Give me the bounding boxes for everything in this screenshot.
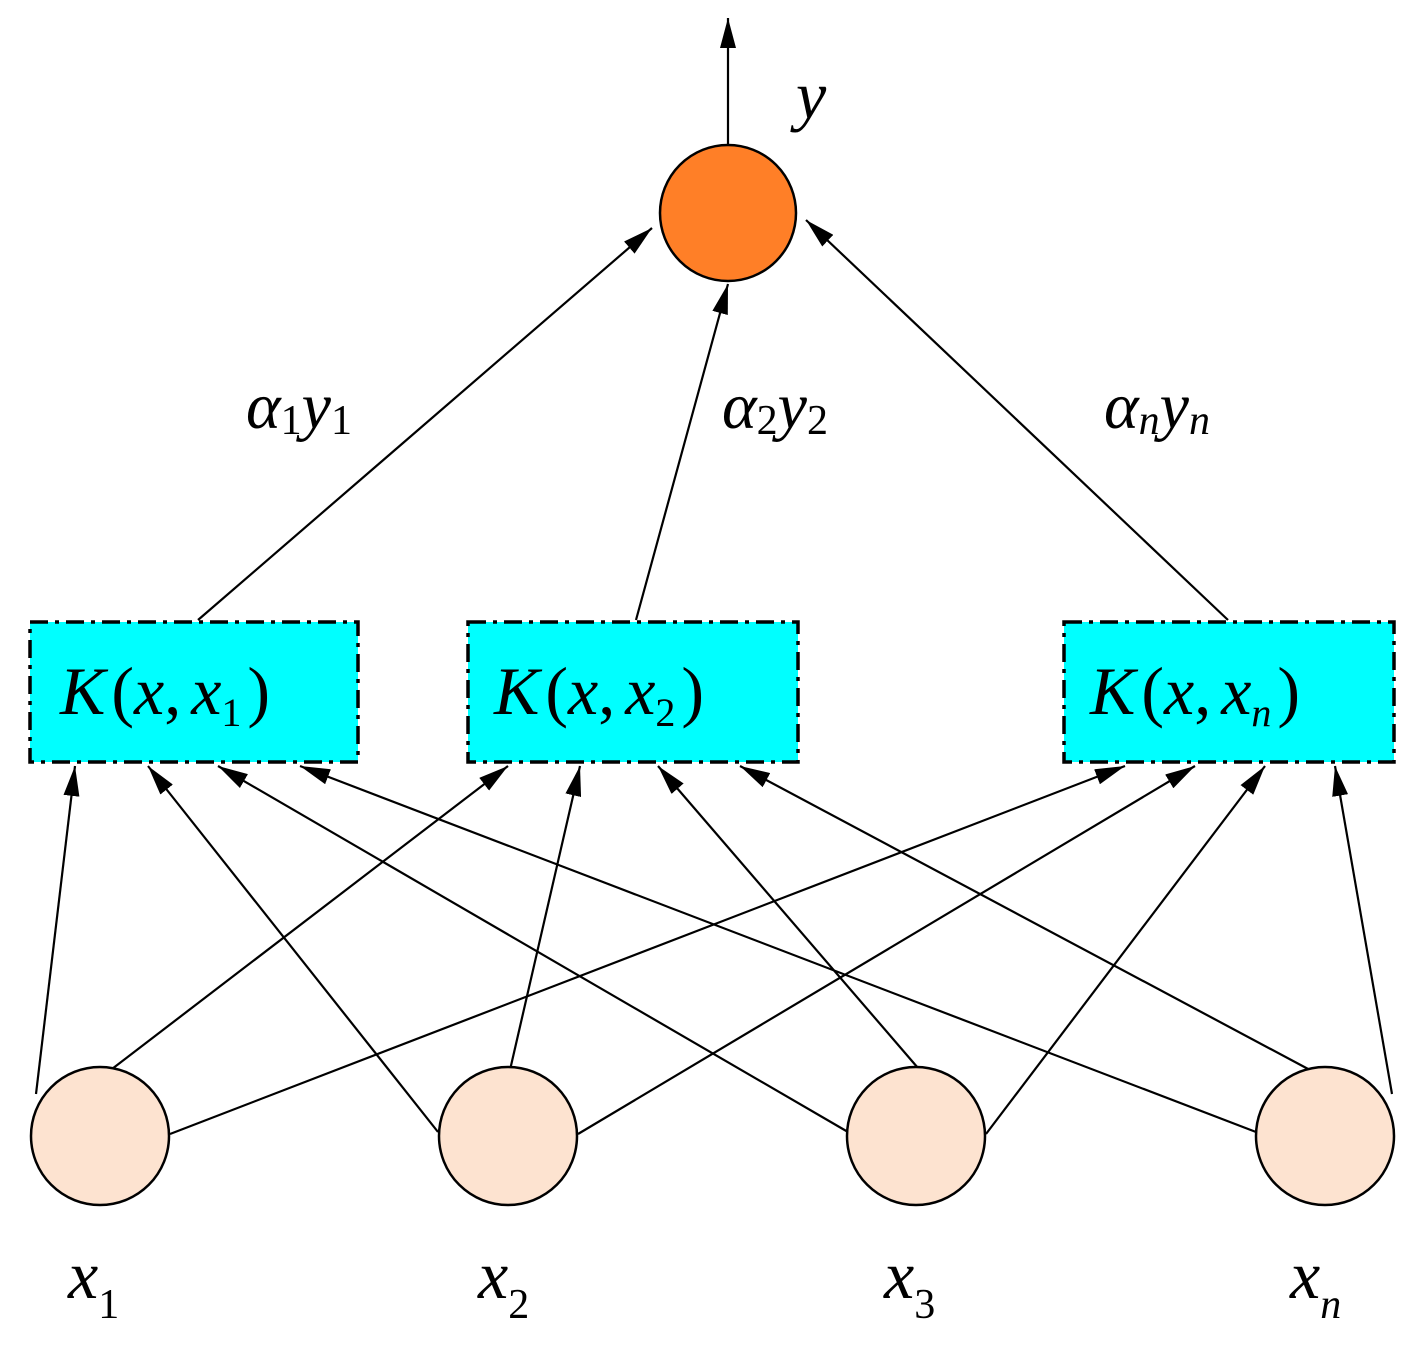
input-node-n (1254, 1065, 1396, 1207)
input-node-2 (437, 1065, 579, 1207)
svg-text:αnyn: αnyn (1104, 370, 1210, 444)
edge-kernel2-output (634, 283, 730, 621)
input-label-n: xn (1289, 1237, 1341, 1328)
edge-x2-k3 (577, 765, 1196, 1135)
edge-x1-k1 (34, 765, 80, 1095)
weight-label-1: α1y1 (246, 370, 352, 444)
input-node-1 (29, 1065, 171, 1207)
svg-text:K(x,xn): K(x,xn) (1089, 653, 1300, 735)
edge-x3-k2 (657, 765, 919, 1069)
edge-x2-k1 (147, 765, 439, 1133)
weight-label-2: α2y2 (722, 370, 828, 444)
svg-text:K(x,x2): K(x,x2) (493, 653, 704, 735)
edge-kernel3-output (805, 219, 1229, 621)
edge-kernel1-output (197, 227, 653, 621)
edge-x1-k2 (107, 765, 509, 1073)
edge-xn-k3 (1332, 765, 1394, 1095)
input-label-2: x2 (477, 1237, 529, 1328)
edge-x1-k3 (169, 764, 1126, 1136)
svg-text:α1y1: α1y1 (246, 370, 352, 444)
output-node (658, 143, 798, 283)
input-label-3: x3 (883, 1237, 935, 1328)
edge-x3-k3 (985, 765, 1266, 1135)
svg-text:K(x,x1): K(x,x1) (59, 653, 270, 735)
edge-xn-k1 (299, 764, 1257, 1134)
input-node-3 (845, 1065, 987, 1207)
input-label-1: x1 (67, 1237, 119, 1328)
weight-label-n: αnyn (1104, 370, 1210, 444)
output-label: y (790, 57, 827, 133)
edge-xn-k2 (739, 765, 1311, 1071)
kernel-box-2: K(x,x2) (466, 620, 800, 764)
kernel-box-1: K(x,x1) (28, 620, 360, 764)
svg-text:α2y2: α2y2 (722, 370, 828, 444)
edge-x2-k2 (508, 765, 582, 1071)
edge-x3-k1 (217, 765, 849, 1133)
kernel-box-n: K(x,xn) (1062, 620, 1396, 764)
